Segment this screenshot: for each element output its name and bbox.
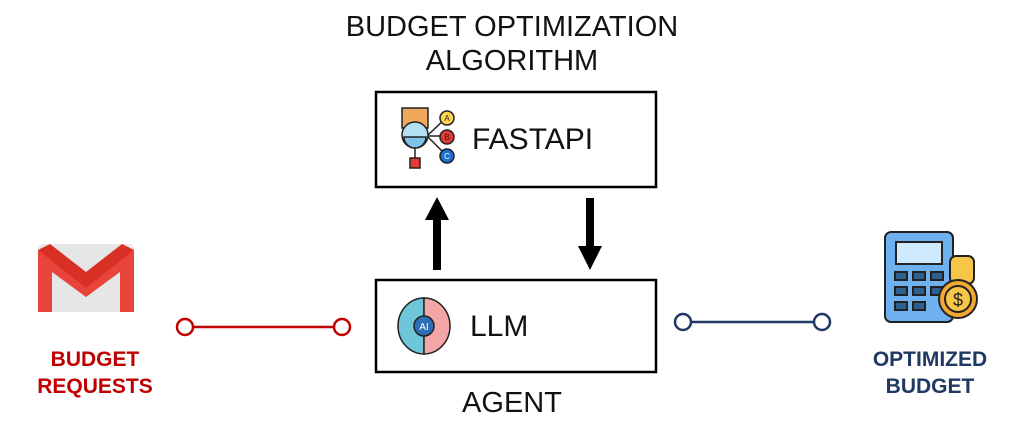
output-label-line-1: OPTIMIZED xyxy=(872,348,988,371)
down-arrow xyxy=(578,198,602,270)
input-connector xyxy=(175,317,352,337)
fastapi-label: FASTAPI xyxy=(472,123,594,156)
output-connector xyxy=(673,312,832,332)
title-line-2: ALGORITHM xyxy=(425,45,599,77)
calculator-coins-icon: $ xyxy=(884,231,978,323)
input-label-line-1: BUDGET xyxy=(50,348,140,371)
llm-label: LLM xyxy=(470,310,529,343)
svg-text:A: A xyxy=(444,114,450,123)
ai-brain-icon: AI xyxy=(397,297,451,355)
output-label-line-2: BUDGET xyxy=(885,375,975,398)
title-line-1: BUDGET OPTIMIZATION xyxy=(345,11,679,43)
input-label-line-2: REQUESTS xyxy=(37,375,153,398)
svg-text:$: $ xyxy=(953,290,963,310)
decision-tree-icon: A B C xyxy=(401,107,455,169)
diagram-title: BUDGET OPTIMIZATION ALGORITHM xyxy=(262,10,762,78)
svg-text:C: C xyxy=(444,152,450,161)
agent-caption: AGENT xyxy=(462,387,562,419)
up-arrow xyxy=(425,197,449,270)
gmail-icon xyxy=(38,244,134,312)
input-label: BUDGET REQUESTS xyxy=(0,346,190,400)
output-label: OPTIMIZED BUDGET xyxy=(840,346,1020,400)
svg-text:B: B xyxy=(444,133,449,142)
svg-text:AI: AI xyxy=(419,322,428,333)
